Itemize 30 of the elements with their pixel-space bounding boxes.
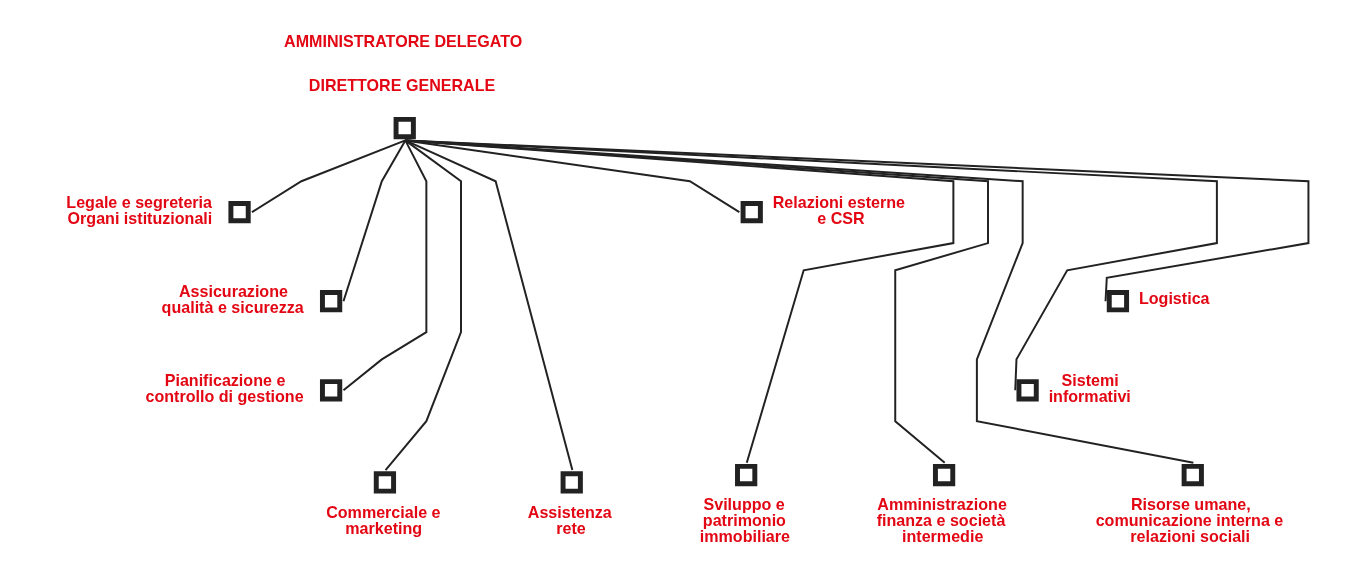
node-label: Risorse umane, comunicazione interna e relazioni sociali — [1095, 495, 1283, 546]
node-label: Logistica — [1138, 289, 1210, 308]
node-box — [740, 201, 763, 224]
connector — [342, 139, 406, 303]
node-box — [393, 116, 416, 140]
node-box — [560, 471, 583, 494]
connector — [342, 139, 427, 392]
node-box — [734, 463, 757, 487]
node-label: Assistenza rete — [527, 502, 612, 537]
node-box — [319, 379, 342, 402]
connector — [403, 139, 1194, 464]
node-label: Sviluppo e patrimonio immobiliare — [699, 495, 790, 546]
node-label: Legale e segreteria Organi istituzionali — [65, 192, 212, 227]
node-box — [1106, 290, 1129, 313]
node-label: AMMINISTRATORE DELEGATO — [283, 31, 522, 50]
node-label: Amministrazione finanza e società intermedie — [876, 495, 1007, 546]
node-label: DIRETTORE GENERALE — [308, 76, 495, 95]
node-box — [1015, 379, 1039, 402]
node-label: Sistemi informativi — [1048, 370, 1131, 405]
node-box — [1181, 463, 1204, 487]
node-box — [319, 290, 342, 313]
node-box — [932, 463, 955, 487]
node-box — [227, 201, 251, 224]
node-label: Commerciale e marketing — [325, 502, 441, 537]
node-box — [373, 471, 396, 494]
node-label: Assicurazione qualità e sicurezza — [161, 281, 304, 316]
node-label: Pianificazione e controllo di gestione — [145, 370, 304, 405]
connector — [384, 139, 462, 472]
node-label: Relazioni esterne e CSR — [772, 192, 905, 227]
connector — [250, 139, 406, 214]
